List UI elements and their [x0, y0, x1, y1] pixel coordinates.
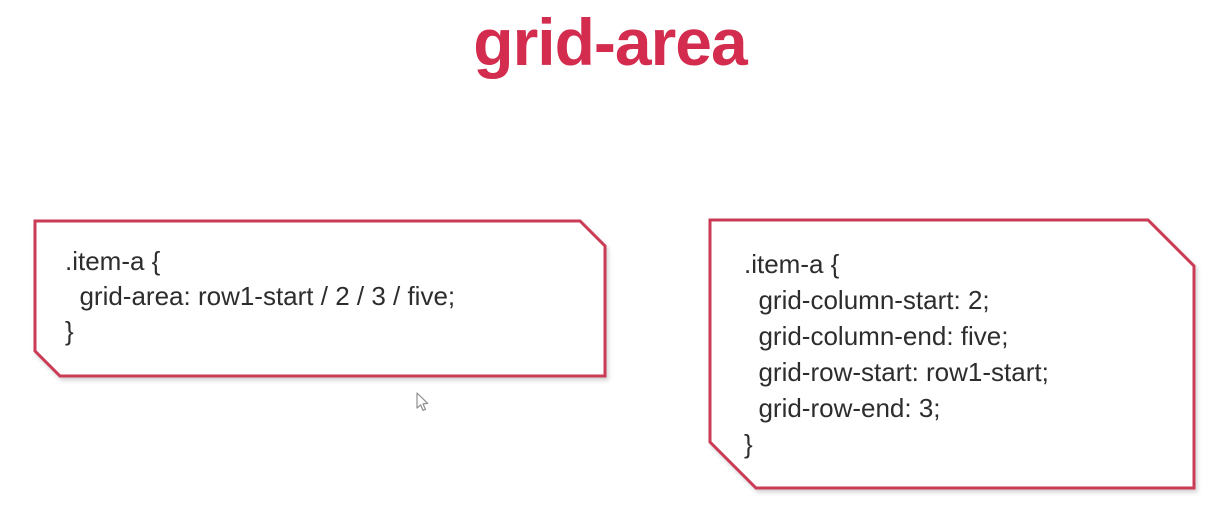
code-line: grid-row-start: row1-start;: [744, 357, 1049, 387]
code-line: grid-area: row1-start / 2 / 3 / five;: [65, 281, 456, 311]
page-title: grid-area: [473, 5, 747, 79]
notched-box-shape: [708, 218, 1196, 490]
code-box-grid-longhand: .item-a { grid-column-start: 2; grid-col…: [708, 218, 1196, 491]
code-line: .item-a {: [744, 249, 840, 279]
code-line: .item-a {: [65, 246, 161, 276]
code-snippet-grid-longhand: .item-a { grid-column-start: 2; grid-col…: [744, 246, 1049, 462]
code-box-grid-area-shorthand: .item-a { grid-area: row1-start / 2 / 3 …: [33, 219, 607, 379]
code-line: grid-column-start: 2;: [744, 285, 990, 315]
code-snippet-grid-area: .item-a { grid-area: row1-start / 2 / 3 …: [65, 244, 455, 349]
code-line: }: [744, 429, 753, 459]
code-line: grid-column-end: five;: [744, 321, 1009, 351]
notched-box-shape: [33, 219, 607, 378]
code-line: }: [65, 316, 74, 346]
mouse-cursor-icon: [416, 392, 429, 411]
code-line: grid-row-end: 3;: [744, 393, 941, 423]
